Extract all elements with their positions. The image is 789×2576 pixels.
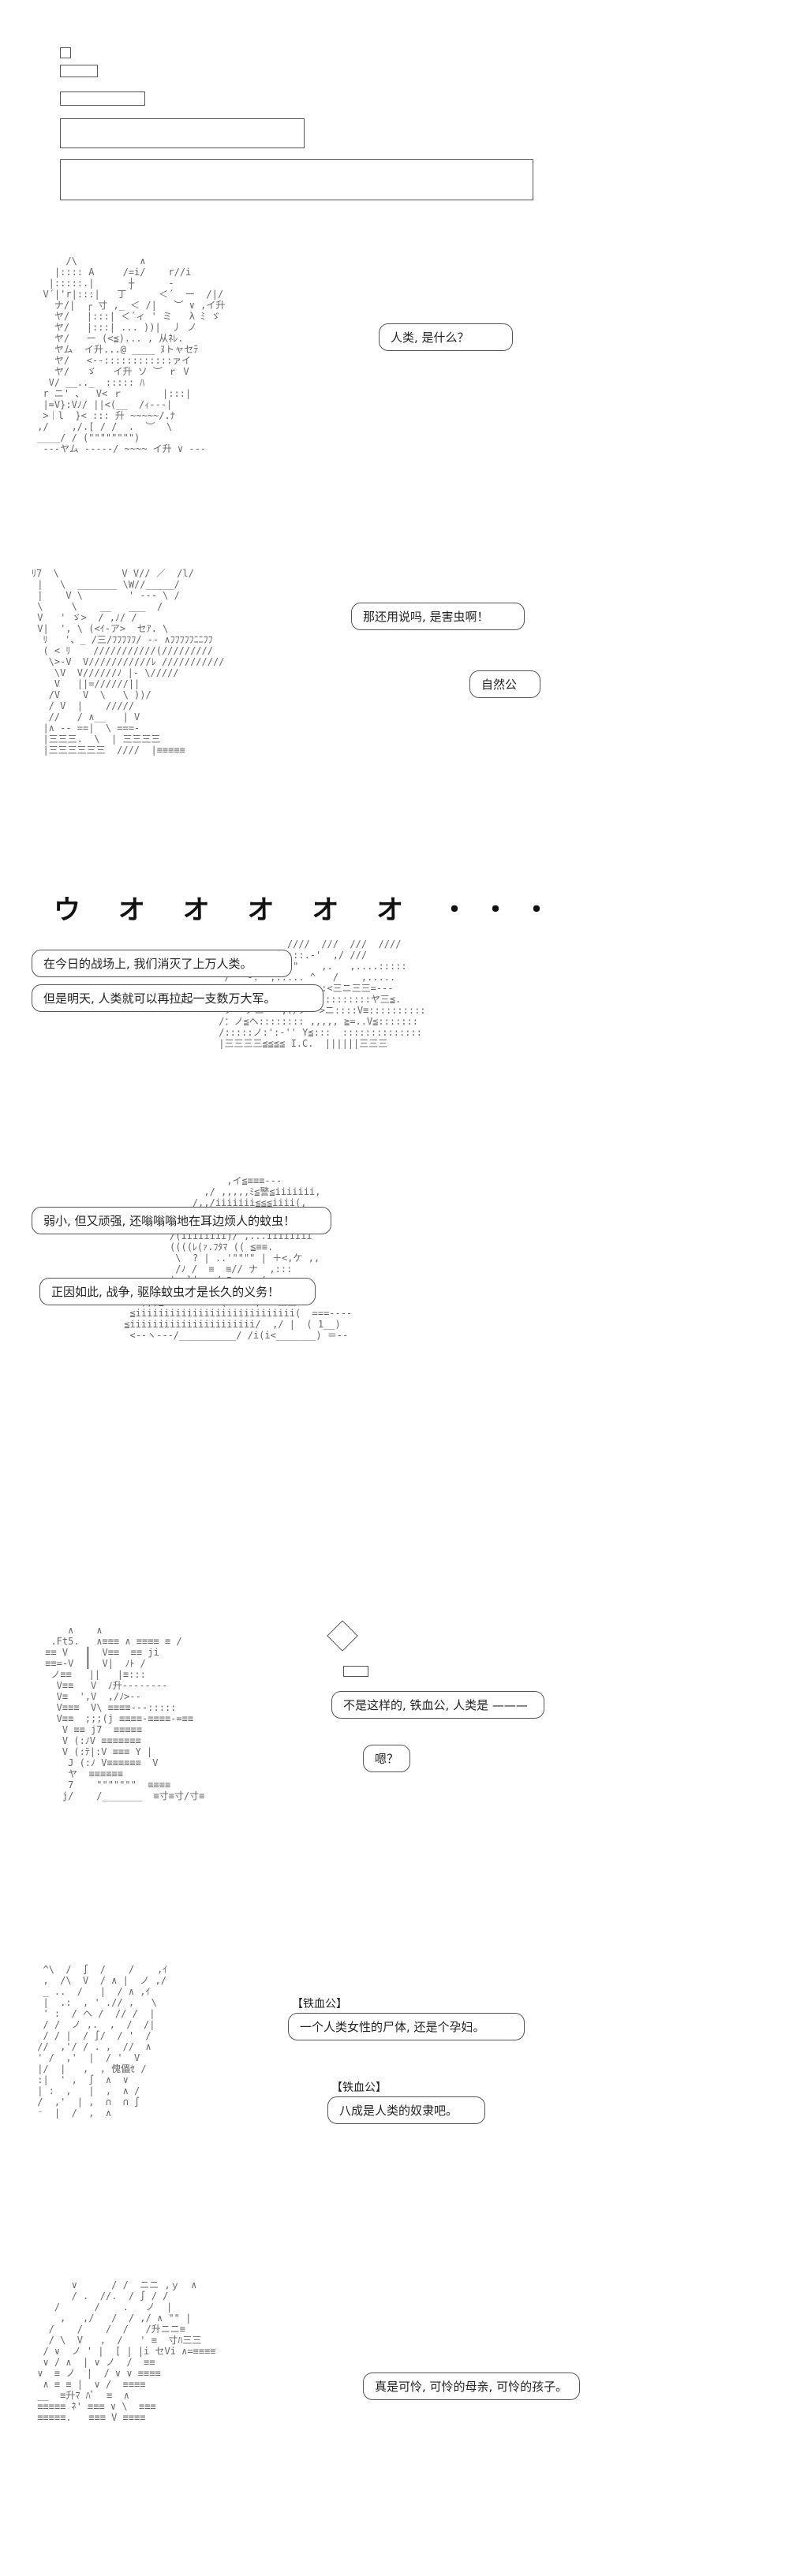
speech-bubble: 真是可怜, 可怜的母亲, 可怜的孩子。 [363, 2373, 580, 2400]
manga-panel-5: ∧ ∧ .Ft5. ∧≡≡≡ ∧ ≡≡≡≡ ≡ / ≡≡ V ┃ V≡≡ ≡≡ … [32, 1601, 584, 1869]
header-bar-short [60, 65, 98, 77]
ascii-art-figure: ,イ≦≡≡≡--- ,/ ,,,,,ﾐ≦警≦iiiiiii, /,,/iiiii… [124, 1175, 353, 1341]
speaker-tag: 【铁血公】 [331, 2081, 387, 2094]
speech-bubble: 八成是人类的奴隶吧。 [327, 2096, 485, 2124]
manga-panel-7: ∨ / / ニニ ,ｙ ∧ / . //. / ∫ / / / / . ノ | … [32, 2272, 584, 2571]
speech-bubble: 但是明天, 人类就可以再拉起一支数万大军。 [32, 984, 323, 1012]
speech-bubble: 那还用说吗, 是害虫啊！ [351, 603, 525, 630]
ascii-art-figure: /\ ∧ |:::: A /=i/ r//i |:::::.| ┼ - V´|'… [37, 256, 226, 454]
manga-panel-3: ウ オ オ オ オ オ ・・・ //// /// /// //// ---. ,… [32, 883, 584, 1152]
manga-panel-2: ﾘ7 \ V V// ／ /l/ | \ _______ \W//_____/ … [32, 552, 584, 860]
small-rect [343, 1666, 368, 1677]
speech-bubble: 嗯？ [363, 1745, 410, 1772]
speech-bubble: 人类, 是什么？ [379, 323, 513, 351]
speech-bubble: 正因如此, 战争, 驱除蚊虫才是长久的义务！ [39, 1278, 316, 1305]
header-bar-medium [60, 91, 145, 106]
ascii-art-figure: ∨ / / ニニ ,ｙ ∧ / . //. / ∫ / / / / . ノ | … [37, 2279, 216, 2423]
manga-panel-1: /\ ∧ |:::: A /=i/ r//i |:::::.| ┼ - V´|'… [32, 237, 584, 528]
ascii-art-figure: ﾘ7 \ V V// ／ /l/ | \ _______ \W//_____/ … [32, 568, 225, 756]
header-bar-long [60, 118, 305, 148]
header-bar-wide [60, 159, 533, 200]
speech-bubble: 一个人类女性的尸体, 还是个孕妇。 [288, 2013, 525, 2040]
diamond-shape [327, 1620, 358, 1652]
ascii-art-figure: ^\ / ∫ / / ,ｲ , /\ V / ∧ | ノ ,/ _ .. / |… [37, 1964, 168, 2119]
speech-bubble: 不是这样的, 铁血公, 人类是 ——— [331, 1691, 544, 1719]
speech-bubble: 弱小, 但又顽强, 还嗡嗡嗡地在耳边烦人的蚊虫！ [32, 1207, 331, 1234]
manga-panel-4: ,イ≦≡≡≡--- ,/ ,,,,,ﾐ≦警≦iiiiiii, /,,/iiiii… [32, 1159, 584, 1420]
war-cry-text: ウ オ オ オ オ オ ・・・ [54, 894, 565, 926]
speech-bubble-speaker: 自然公 [469, 670, 540, 698]
manga-panel-6: ^\ / ∫ / / ,ｲ , /\ V / ∧ | ノ ,/ _ .. / |… [32, 1948, 584, 2177]
speaker-tag: 【铁血公】 [292, 1998, 347, 2010]
speech-bubble: 在今日的战场上, 我们消灭了上万人类。 [32, 950, 292, 977]
ascii-art-figure: ∧ ∧ .Ft5. ∧≡≡≡ ∧ ≡≡≡≡ ≡ / ≡≡ V ┃ V≡≡ ≡≡ … [45, 1625, 205, 1801]
header-checkbox[interactable] [60, 47, 71, 58]
